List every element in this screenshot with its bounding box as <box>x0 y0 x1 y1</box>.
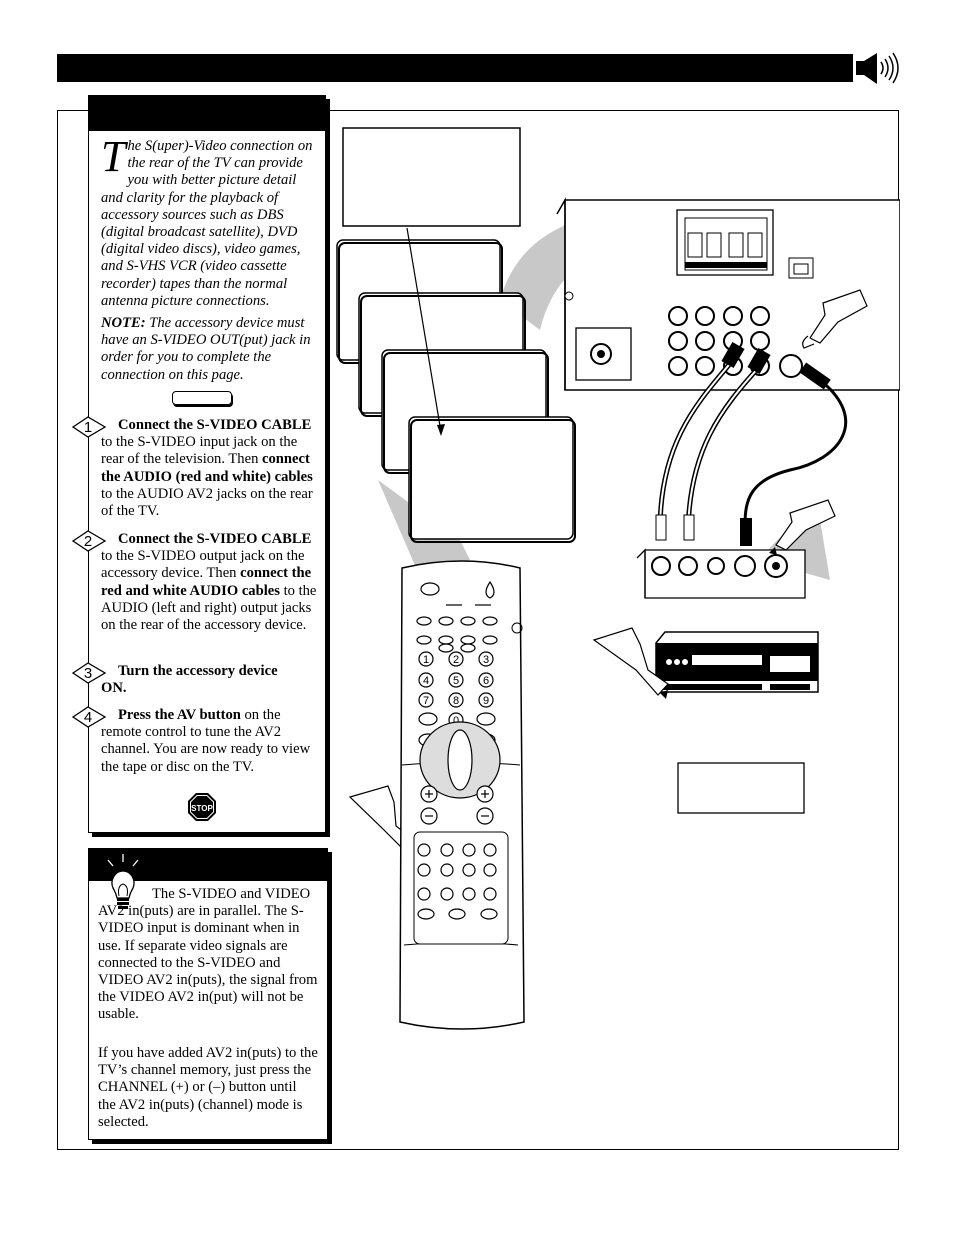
header-bar <box>57 54 853 82</box>
tv-screen-4 <box>408 416 574 540</box>
tip-paragraph-1: The S-VIDEO and VIDEO AV2 in(puts) are i… <box>98 886 318 1023</box>
svg-text:6: 6 <box>483 675 489 687</box>
instructions-panel <box>88 95 326 833</box>
svg-text:STOP: STOP <box>191 804 213 813</box>
svg-text:3: 3 <box>483 654 489 666</box>
tip-paragraph-2: If you have added AV2 in(puts) to the TV… <box>98 1045 318 1130</box>
step-2-marker: 2 <box>71 530 107 552</box>
svg-text:3: 3 <box>84 665 92 682</box>
lightbulb-icon <box>99 854 147 909</box>
svg-text:0: 0 <box>453 715 459 727</box>
label-box <box>677 762 805 814</box>
instructions-panel-header <box>89 96 325 131</box>
intro-text: he S(uper)-Video connection on the rear … <box>101 138 313 309</box>
note-text: The accessory device must have an S-VIDE… <box>101 315 311 383</box>
note-label: NOTE: <box>101 315 146 331</box>
content-frame <box>57 110 899 1150</box>
svg-text:4: 4 <box>423 675 429 687</box>
accessory-jacks <box>651 554 788 578</box>
svg-text:4: 4 <box>84 709 92 726</box>
svideo-cable <box>743 378 848 526</box>
screen-box-top <box>342 127 521 227</box>
svg-text:2: 2 <box>453 654 459 666</box>
step-3-marker: 3 <box>71 662 107 684</box>
svg-text:9: 9 <box>483 695 489 707</box>
step-2-text: Connect the S-VIDEO CABLE to the S-VIDEO… <box>101 531 317 634</box>
divider-pill <box>172 391 232 405</box>
svg-text:1: 1 <box>84 419 92 436</box>
step-1-marker: 1 <box>71 416 107 438</box>
step-4-text: Press the AV button on the remote contro… <box>101 707 311 775</box>
tv-svideo-jack <box>779 354 803 378</box>
step-1-text: Connect the S-VIDEO CABLE to the S-VIDEO… <box>101 417 313 520</box>
stop-sign-icon: STOP <box>188 793 216 821</box>
note-paragraph: NOTE: The accessory device must have an … <box>101 315 316 384</box>
remote-control: 1 2 3 4 5 6 7 8 9 0 <box>399 560 525 1030</box>
intro-dropcap: T <box>101 132 126 181</box>
speaker-icon <box>856 52 899 84</box>
svg-text:5: 5 <box>453 675 459 687</box>
svg-text:1: 1 <box>423 654 429 666</box>
step-4-marker: 4 <box>71 706 107 728</box>
pointer-line <box>406 227 442 433</box>
hand-pointer-icon <box>802 289 868 349</box>
svg-text:2: 2 <box>84 533 92 550</box>
svg-text:8: 8 <box>453 695 459 707</box>
connection-illustration <box>336 127 900 855</box>
speaker-terminals <box>687 232 763 258</box>
svg-text:7: 7 <box>423 695 429 707</box>
step-3-text: Turn the accessory device ON. <box>101 663 278 697</box>
